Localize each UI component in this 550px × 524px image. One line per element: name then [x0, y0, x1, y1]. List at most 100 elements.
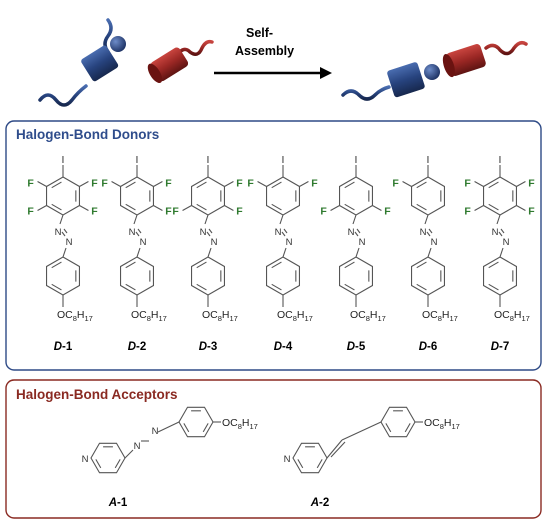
fluorine-label: F [311, 178, 318, 190]
fluorine-label: F [165, 206, 172, 218]
fluorine-bond [474, 205, 484, 211]
fluoro-ring-double-bond [271, 203, 282, 211]
donors-title: Halogen-Bond Donors [16, 127, 159, 142]
phenyl-ring-double-bond [51, 283, 62, 291]
fluorine-label: F [101, 178, 108, 190]
nitrogen-label: N [140, 237, 147, 248]
fluoro-ring-double-bond [416, 203, 427, 211]
self-assembly-arrow [214, 67, 332, 79]
fluorine-label: F [392, 178, 399, 190]
phenyl-ring-double-bond [271, 261, 282, 269]
azo-double-bond [283, 228, 288, 234]
nitrogen-label: N [200, 227, 207, 238]
fluorine-label: F [91, 206, 98, 218]
iodine-label: I [355, 154, 358, 166]
phenyl-ring-double-bond [488, 261, 499, 269]
iodine-label: I [136, 154, 139, 166]
iodine-label: I [282, 154, 285, 166]
nitrogen-label: N [492, 227, 499, 238]
phenyl-ring [410, 256, 446, 296]
phenyl-ring-double-bond [125, 283, 136, 291]
azo-bond [427, 247, 432, 258]
fluorine-bond [79, 181, 89, 187]
fluorine-label: F [320, 206, 327, 218]
azo-double-bond [426, 231, 431, 237]
azo-bond [282, 247, 287, 258]
alkoxy-chain-label: OC8H17 [350, 309, 386, 323]
phenyl-ring [119, 256, 155, 296]
acceptors-panel [5, 379, 542, 519]
pyridine-nitrogen-label: N [284, 454, 291, 465]
donor-caption: D-4 [274, 341, 293, 353]
azo-double-bond [61, 231, 66, 237]
phenyl-ring [482, 256, 518, 296]
nitrogen-label: N [275, 227, 282, 238]
azo-double-bond [208, 228, 213, 234]
fluorine-bond [516, 205, 526, 211]
phenyl-ring-double-bond [125, 261, 136, 269]
fluorine-bond [37, 181, 47, 187]
phenyl-ring-double-bond [344, 283, 355, 291]
phenyl-ring [265, 256, 301, 296]
fluorine-label: F [247, 178, 254, 190]
alkoxy-chain-label: OC8H17 [277, 309, 313, 323]
fluorine-label: F [384, 206, 391, 218]
iodine-label: I [207, 154, 210, 166]
alkoxy-chain-label: OC8H17 [202, 309, 238, 323]
nitrogen-label: N [152, 426, 159, 437]
alkoxy-chain-label: OC8H17 [222, 417, 258, 431]
nitrogen-label: N [348, 227, 355, 238]
azo-double-bond [137, 228, 142, 234]
pyridine-ring-double-bond [297, 459, 304, 469]
fluorine-label: F [464, 178, 471, 190]
fluorine-bond [182, 205, 192, 211]
phenyl-ring-double-bond [344, 261, 355, 269]
donor-caption: D-7 [491, 341, 510, 353]
donor-caption: D-3 [199, 341, 218, 353]
pyridine-ring [90, 442, 126, 474]
nitrogen-label: N [359, 237, 366, 248]
fluoro-ring [265, 176, 301, 216]
fluoro-ring-double-bond [271, 181, 282, 189]
alkoxy-chain-label: OC8H17 [131, 309, 167, 323]
self-assembly-label-2: Assembly [235, 44, 294, 58]
azo-bond [424, 214, 429, 225]
fluoro-ring-double-bond [344, 181, 355, 189]
iodine-label: I [427, 154, 430, 166]
azo-bond [204, 214, 209, 225]
donor-caption: D-1 [54, 341, 73, 353]
fluorine-label: F [27, 206, 34, 218]
fluorine-bond [257, 181, 267, 187]
phenyl-ring-double-bond [196, 283, 207, 291]
fluorine-label: F [27, 178, 34, 190]
fluorine-bond [153, 181, 163, 187]
nitrogen-label: N [431, 237, 438, 248]
iodine-label: I [499, 154, 502, 166]
azo-double-bond [428, 228, 433, 234]
fluorine-bond [402, 181, 412, 187]
fluorine-label: F [528, 178, 535, 190]
vinyl-double-bond [330, 441, 346, 458]
nitrogen-label: N [55, 227, 62, 238]
acceptor-caption: A-2 [310, 497, 330, 509]
phenyl-ring-double-bond [385, 423, 392, 433]
azo-bond [136, 247, 141, 258]
fluoro-ring [410, 176, 446, 216]
nitrogen-label: N [66, 237, 73, 248]
azo-double-bond [206, 231, 211, 237]
phenyl-ring-double-bond [51, 261, 62, 269]
phenyl-ring [190, 256, 226, 296]
azo-bond [157, 421, 180, 433]
nitrogen-label: N [134, 441, 141, 452]
donor-caption: D-5 [347, 341, 366, 353]
azo-bond [496, 214, 501, 225]
complex-cartoon [341, 40, 528, 101]
fluorine-bond [299, 181, 309, 187]
fluorine-bond [224, 205, 234, 211]
phenyl-ring-double-bond [183, 423, 190, 433]
